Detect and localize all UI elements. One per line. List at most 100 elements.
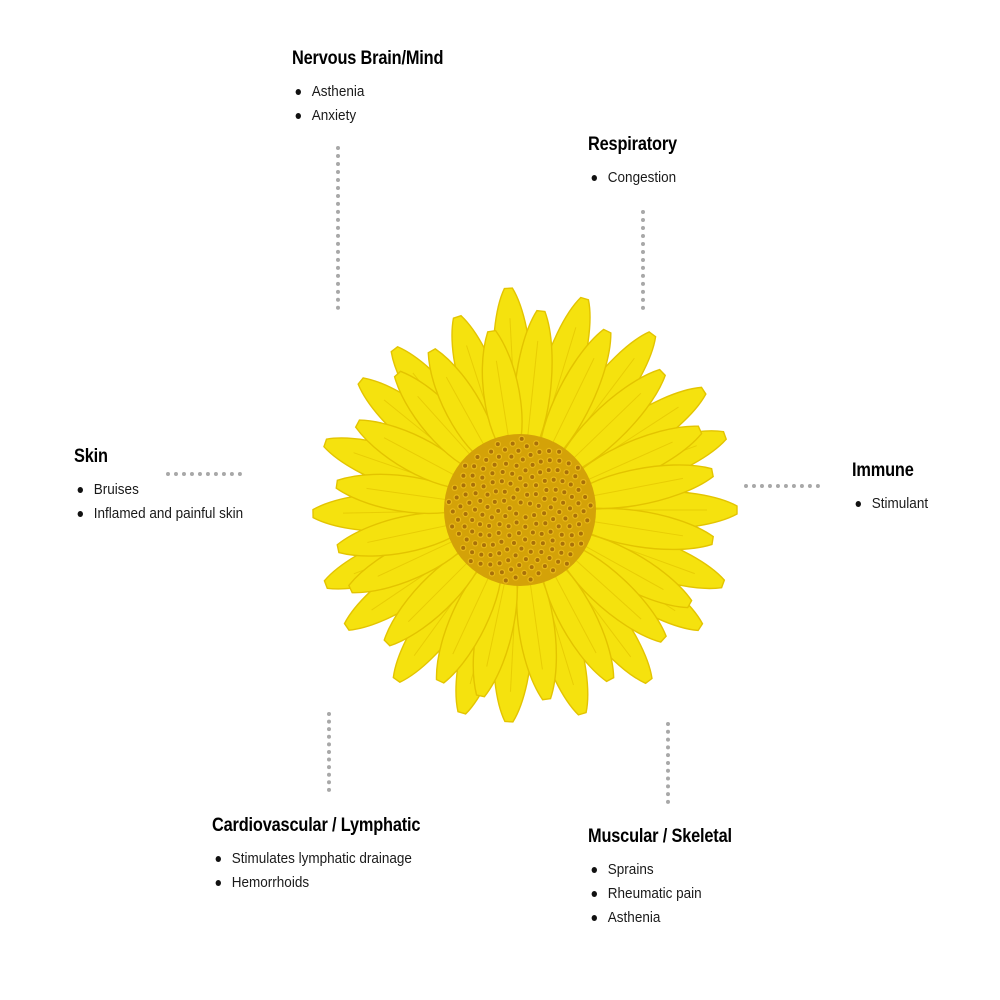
- disc-floret: [479, 511, 486, 518]
- section-title: Respiratory: [588, 134, 677, 155]
- disc-floret: [462, 491, 469, 498]
- petal-vein: [407, 552, 478, 623]
- item-list: Sprains Rheumatic pain Asthenia: [588, 858, 755, 930]
- petal-vein: [525, 340, 539, 451]
- section-cardio: Cardiovascular / Lymphatic Stimulates ly…: [212, 815, 454, 895]
- section-title: Immune: [852, 460, 914, 481]
- disc-floret: [561, 489, 568, 496]
- disc-floret: [471, 506, 479, 513]
- disc-floret: [530, 511, 538, 519]
- disc-floret: [507, 566, 515, 573]
- disc-floret: [554, 466, 561, 474]
- disc-floret: [495, 529, 502, 537]
- disc-floret: [575, 486, 582, 494]
- disc-floret: [502, 512, 509, 520]
- disc-floret: [577, 540, 585, 547]
- disc-floret: [546, 554, 553, 562]
- disc-floret: [522, 514, 529, 521]
- disc-floret: [466, 499, 473, 506]
- disc-floret: [474, 453, 481, 461]
- disc-floret: [568, 532, 576, 539]
- disc-floret: [543, 486, 550, 494]
- disc-floret: [510, 539, 518, 547]
- list-item: Stimulant: [852, 492, 928, 516]
- disc-floret: [496, 560, 503, 567]
- disc-floret: [575, 521, 583, 528]
- disc-floret: [504, 546, 511, 553]
- disc-floret: [554, 558, 562, 565]
- disc-floret: [587, 502, 594, 509]
- connector-immune: [744, 484, 820, 488]
- disc-floret: [463, 536, 470, 543]
- disc-floret: [518, 545, 525, 552]
- list-item: Hemorrhoids: [212, 871, 430, 895]
- disc-floret: [535, 570, 542, 577]
- disc-floret: [478, 551, 485, 558]
- list-item: Stimulates lymphatic drainage: [212, 847, 430, 871]
- disc-floret: [513, 462, 520, 470]
- petal-vein: [452, 564, 496, 655]
- disc-floret: [522, 467, 529, 474]
- disc-floret: [484, 503, 491, 511]
- disc-floret: [528, 563, 535, 571]
- disc-floret: [572, 473, 579, 480]
- disc-floret: [495, 507, 502, 515]
- disc-floret: [489, 470, 496, 477]
- list-item: Asthenia: [292, 80, 450, 104]
- disc-floret: [469, 528, 476, 535]
- item-list: Asthenia Anxiety: [292, 80, 468, 128]
- disc-floret: [515, 447, 522, 455]
- section-respiratory: Respiratory Congestion: [588, 134, 691, 190]
- disc-floret: [454, 516, 462, 523]
- disc-floret: [580, 508, 587, 515]
- list-item: Asthenia: [588, 906, 739, 930]
- disc-floret: [577, 530, 585, 537]
- disc-floret: [567, 481, 575, 488]
- petal-vein: [579, 518, 684, 537]
- disc-floret: [538, 548, 545, 556]
- disc-floret: [472, 490, 479, 497]
- disc-floret: [568, 541, 576, 548]
- connector-skin: [166, 472, 242, 476]
- disc-floret: [502, 577, 510, 584]
- disc-floret: [448, 523, 456, 530]
- disc-floret: [555, 448, 563, 456]
- disc-floret: [556, 457, 563, 465]
- disc-floret: [460, 544, 467, 552]
- disc-floret: [491, 498, 498, 506]
- petal-vein: [578, 477, 684, 500]
- disc-floret: [509, 470, 516, 477]
- disc-floret: [523, 443, 531, 450]
- disc-floret: [501, 446, 509, 453]
- connector-nervous: [336, 146, 340, 310]
- disc-floret: [455, 530, 463, 537]
- disc-floret: [512, 552, 519, 559]
- disc-floret: [480, 541, 488, 549]
- disc-floret: [563, 560, 571, 567]
- disc-floret: [536, 469, 544, 476]
- section-title: Muscular / Skeletal: [588, 826, 732, 847]
- disc-floret: [487, 551, 494, 559]
- disc-floret: [506, 532, 513, 539]
- petal-vein: [564, 549, 642, 620]
- disc-floret: [533, 440, 540, 447]
- petal-vein: [574, 441, 673, 487]
- disc-floret: [515, 529, 523, 537]
- disc-floret: [510, 494, 517, 501]
- disc-floret: [516, 561, 523, 569]
- disc-floret: [523, 491, 531, 499]
- disc-floret: [559, 499, 567, 507]
- connector-respiratory: [641, 210, 645, 310]
- disc-floret: [496, 521, 503, 528]
- disc-floret: [558, 549, 565, 557]
- disc-floret: [449, 508, 457, 515]
- disc-floret: [550, 476, 557, 483]
- disc-floret: [522, 482, 529, 489]
- disc-floret: [501, 488, 509, 495]
- petal-vein: [562, 392, 642, 469]
- petal-vein: [545, 357, 595, 457]
- disc-floret: [572, 512, 579, 519]
- disc-floret: [545, 447, 553, 455]
- petal-vein: [547, 562, 597, 654]
- disc-floret: [549, 567, 557, 574]
